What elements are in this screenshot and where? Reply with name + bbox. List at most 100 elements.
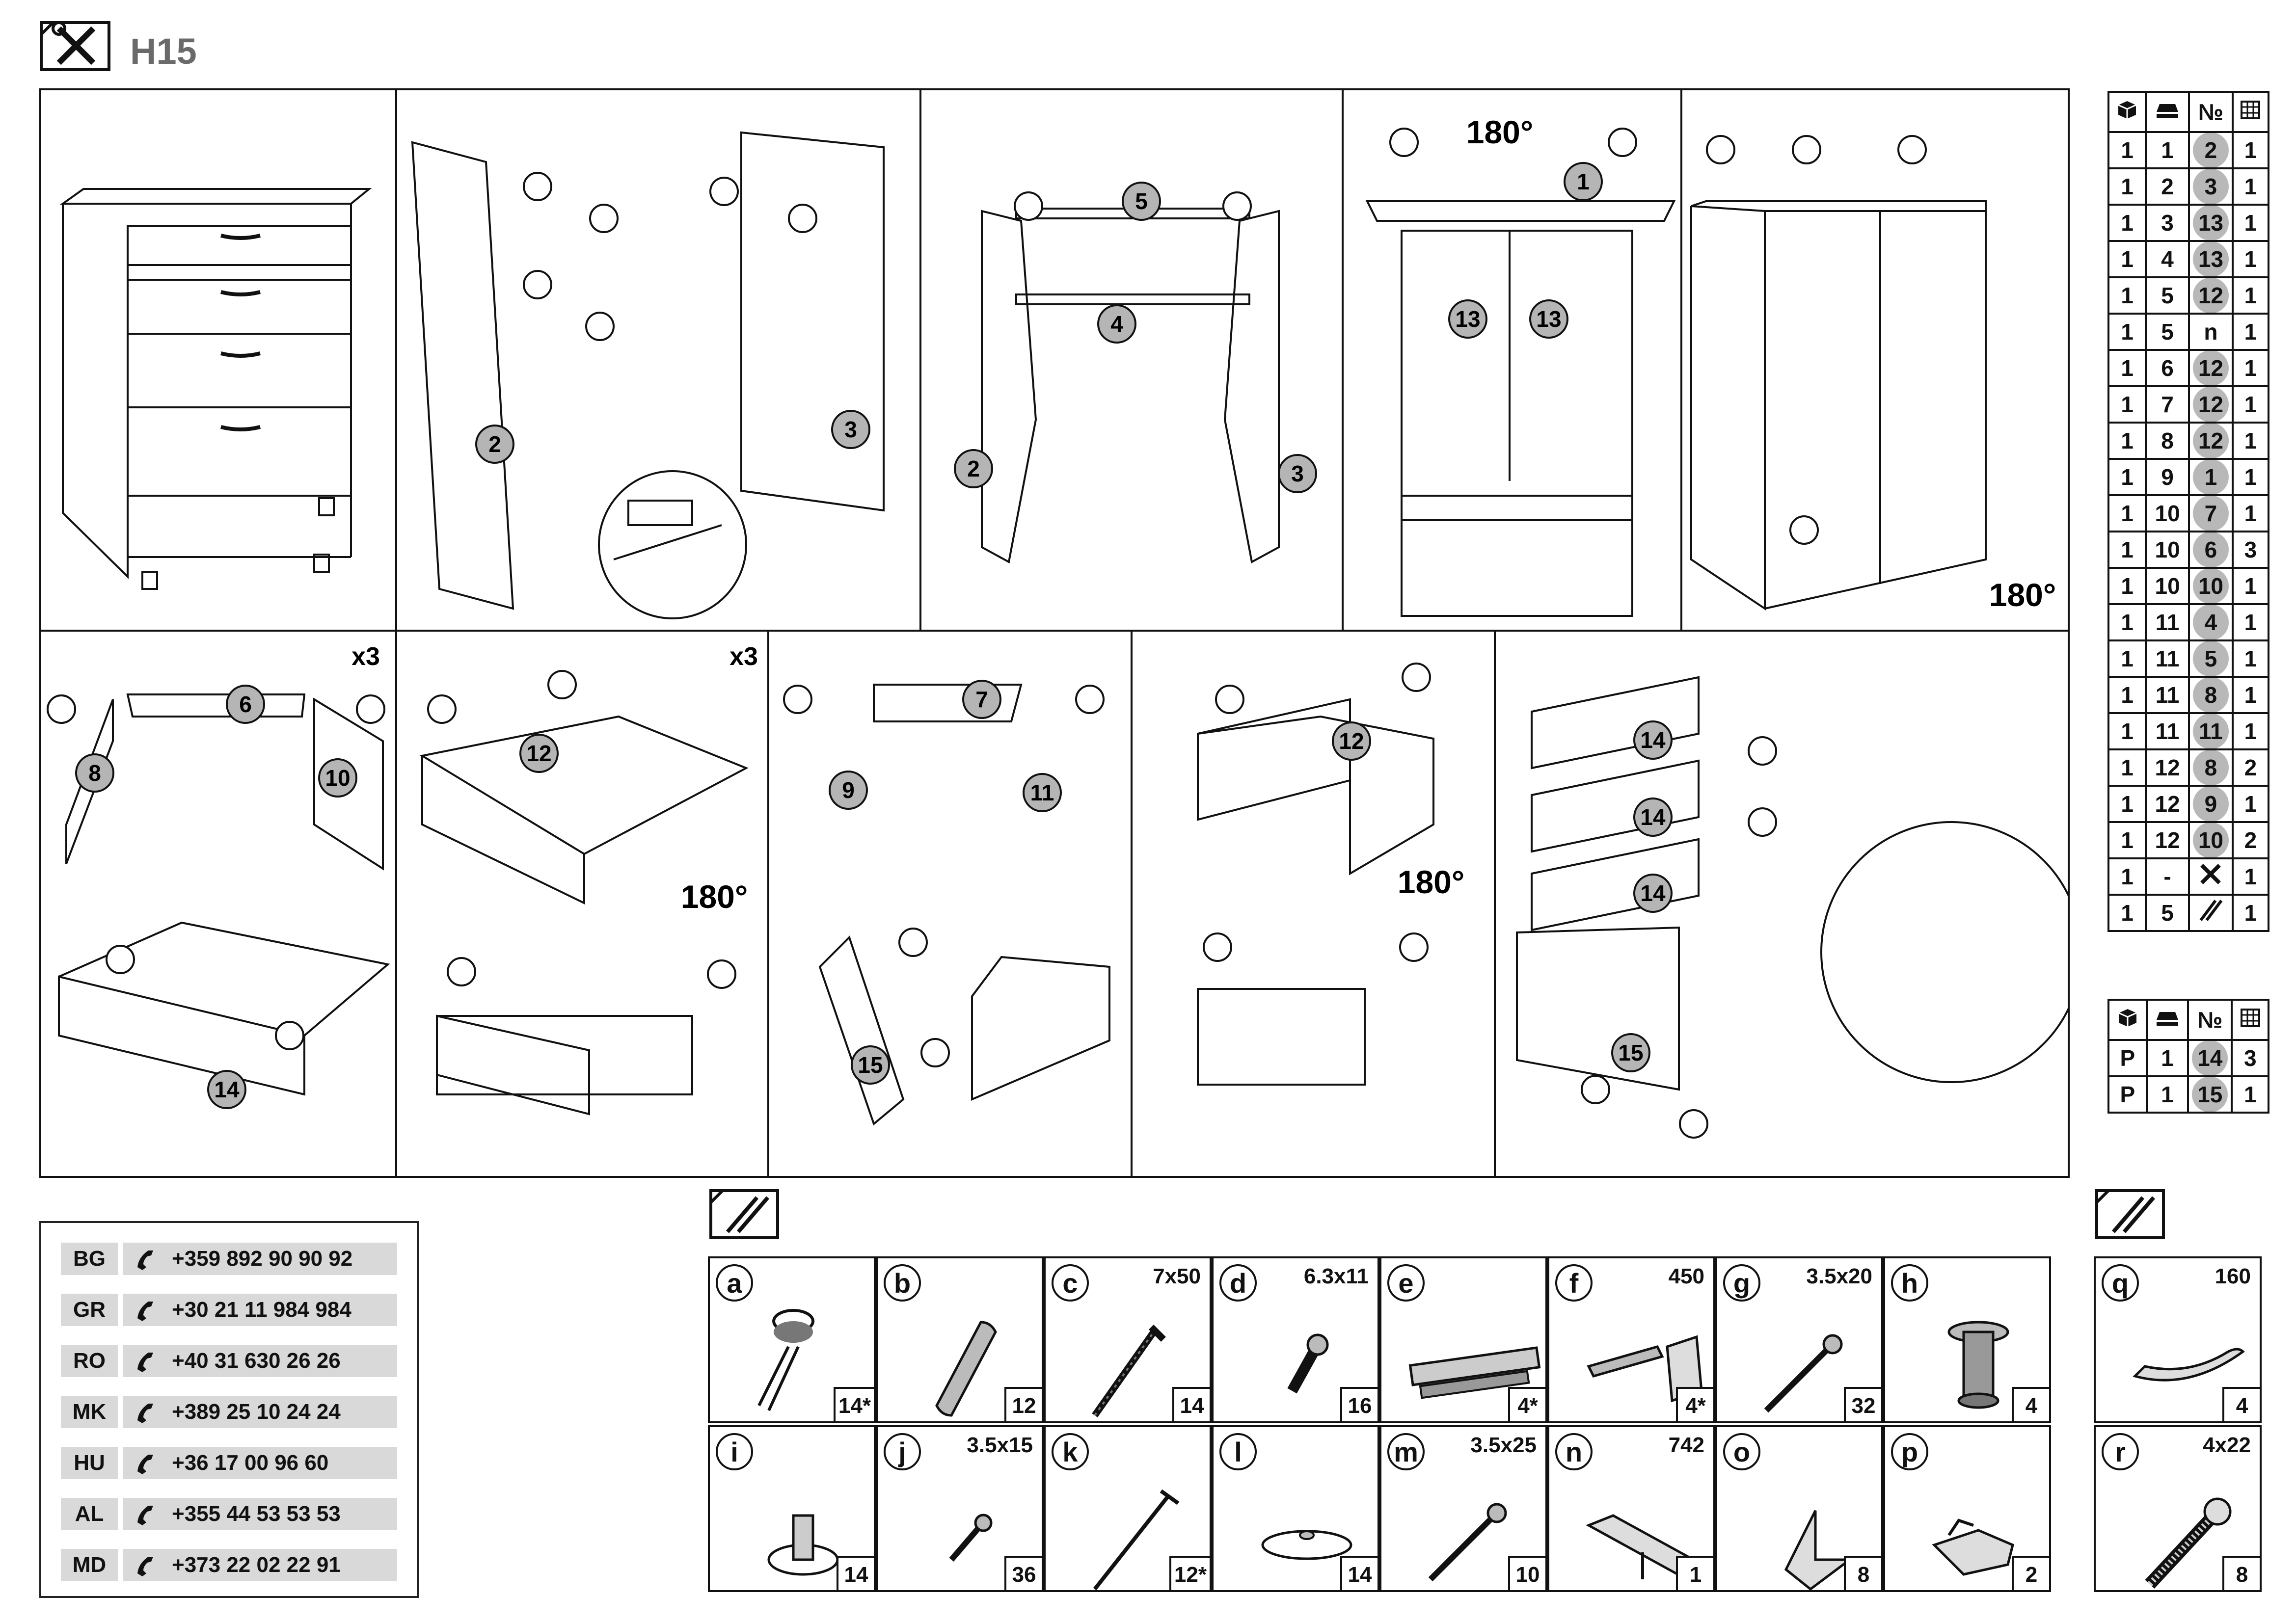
hardware-size: 3.5x20 (1806, 1264, 1872, 1288)
contact-row: MD+373 22 02 22 91 (61, 1549, 397, 1581)
table-cell: 1 (2231, 494, 2270, 532)
package-icon (2107, 91, 2147, 133)
table-cell: 2 (2231, 748, 2270, 787)
hardware-qty: 32 (1844, 1387, 1881, 1421)
table-cell: 9 (2145, 458, 2190, 496)
hardware-qty: 14 (1172, 1387, 1210, 1421)
table-cell: 1 (2231, 313, 2270, 351)
table-cell: 5 (2188, 639, 2234, 678)
hardware-g-icon (1764, 1334, 1843, 1413)
country-code: BG (61, 1243, 118, 1275)
hardware-letter: n (1555, 1433, 1593, 1470)
hardware-letter: p (1891, 1433, 1928, 1470)
table-cell: 1 (2231, 567, 2270, 605)
part-label: 2 (488, 431, 501, 457)
hardware-size: 742 (1668, 1433, 1704, 1457)
hardware-r-icon (2145, 1497, 2232, 1589)
table-cell: 2 (2188, 131, 2234, 169)
svg-text:10: 10 (325, 765, 350, 791)
table-cell: 11 (2188, 712, 2234, 750)
hardware-letter: a (716, 1264, 753, 1302)
table-cell: 1 (2231, 639, 2270, 678)
hardware-qty: 8 (1844, 1556, 1881, 1590)
svg-text:8: 8 (88, 760, 101, 786)
hardware-qty: 14 (1340, 1556, 1378, 1590)
multiplier-label: x3 (729, 642, 758, 671)
table-cell: 1 (2231, 204, 2270, 242)
table-cell: 10 (2145, 494, 2190, 532)
hardware-qty: 2 (2012, 1556, 2049, 1590)
table-cell: 1 (2107, 167, 2147, 206)
hardware-size: 6.3x11 (1303, 1264, 1369, 1288)
hardware-size: 3.5x15 (967, 1433, 1033, 1457)
hardware-letter: l (1219, 1433, 1257, 1470)
hardware-qty: 4 (2222, 1387, 2260, 1421)
phone-number: +30 21 11 984 984 (172, 1298, 351, 1322)
table-cell: 1 (2145, 1075, 2189, 1114)
table-cell: 1 (2107, 422, 2147, 460)
table-cell: 1 (2231, 458, 2270, 496)
table-cell: 11 (2145, 603, 2190, 641)
phone-number: +36 17 00 96 60 (172, 1451, 329, 1475)
table-cell: 3 (2231, 531, 2270, 569)
hardware-f-icon (1587, 1335, 1703, 1403)
assembly-steps: 2 3 5 4 2 3 1 13 13 180° (39, 88, 2070, 1178)
panel-icon (2145, 999, 2189, 1041)
hardware-qty: 4* (1676, 1387, 1713, 1421)
table-cell: 1 (2107, 748, 2147, 787)
svg-text:4: 4 (1110, 311, 1123, 337)
table-cell: 5 (2145, 313, 2190, 351)
svg-text:11: 11 (1030, 780, 1054, 805)
table-cell: 1 (2107, 276, 2147, 315)
table-cell: 1 (2231, 857, 2270, 896)
svg-text:9: 9 (842, 777, 855, 803)
svg-text:6: 6 (239, 692, 252, 717)
hardware-q-icon (2133, 1348, 2245, 1382)
grid-icon (2231, 91, 2270, 133)
hardware-qty: 1 (1676, 1556, 1713, 1590)
table-cell: 12 (2188, 349, 2234, 387)
table-cell: 10 (2145, 531, 2190, 569)
table-cell: 12 (2188, 422, 2234, 460)
table-cell: 1 (2188, 458, 2234, 496)
table-cell: 1 (2107, 204, 2147, 242)
phone-number: +373 22 02 22 91 (172, 1553, 341, 1577)
number-header: № (2188, 91, 2234, 133)
table-cell: 1 (2231, 676, 2270, 714)
country-code: HU (61, 1447, 118, 1479)
rotation-label: 180° (681, 878, 748, 915)
svg-text:12: 12 (1339, 728, 1364, 754)
table-cell: 11 (2145, 712, 2190, 750)
table-cell: 3 (2188, 167, 2234, 206)
table-cell: 1 (2107, 313, 2147, 351)
table-cell: 1 (2107, 676, 2147, 714)
hardware-letter: j (884, 1433, 921, 1470)
svg-text:14: 14 (1640, 727, 1666, 753)
table-cell: 1 (2107, 567, 2147, 605)
hardware-qty: 8 (2222, 1556, 2260, 1590)
svg-text:13: 13 (1536, 306, 1561, 332)
part-label: 3 (844, 417, 857, 442)
table-cell: 8 (2145, 422, 2190, 460)
rotation-label: 180° (1466, 114, 1534, 150)
country-code: RO (61, 1345, 118, 1377)
hardware-letter: c (1052, 1264, 1089, 1302)
table-cell: n (2188, 313, 2234, 351)
phone-number: +40 31 630 26 26 (172, 1349, 341, 1373)
